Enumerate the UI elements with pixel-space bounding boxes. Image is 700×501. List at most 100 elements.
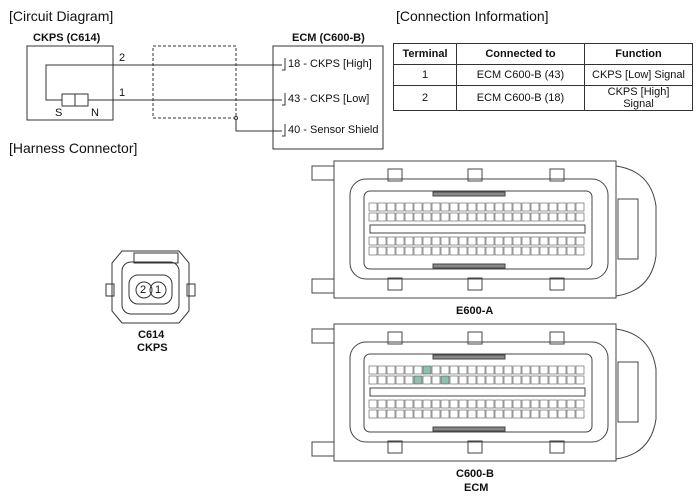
- pin-46: [386, 212, 396, 222]
- wire-high: [45, 64, 282, 101]
- pin-35: [485, 212, 495, 222]
- pin-20: [404, 365, 414, 375]
- pin-64: [440, 399, 450, 409]
- pin-59: [485, 236, 495, 246]
- pin-18: [422, 365, 432, 375]
- pin-64: [440, 236, 450, 246]
- pin-57: [503, 236, 513, 246]
- pin-25: [575, 375, 585, 385]
- pin-62: [458, 236, 468, 246]
- pin-83: [485, 409, 495, 419]
- pin-95: [377, 409, 387, 419]
- pin-42: [422, 212, 432, 222]
- pin-31: [521, 212, 531, 222]
- pin-3: [557, 365, 567, 375]
- pin-26: [566, 212, 576, 222]
- c600b-connector: [311, 323, 657, 462]
- pin-23: [377, 365, 387, 375]
- pole-s: S: [55, 107, 63, 119]
- pin-76: [548, 246, 558, 256]
- pin-12: [476, 365, 486, 375]
- pin-83: [485, 246, 495, 256]
- pin-45: [395, 375, 405, 385]
- pin-86: [458, 409, 468, 419]
- pin-77: [539, 409, 549, 419]
- pin-52: [548, 236, 558, 246]
- pin-13: [467, 202, 477, 212]
- pin-67: [413, 399, 423, 409]
- pin-10: [494, 365, 504, 375]
- pin-89: [431, 246, 441, 256]
- pin-58: [494, 236, 504, 246]
- pin-76: [548, 409, 558, 419]
- pin-26: [566, 375, 576, 385]
- pin-74: [566, 246, 576, 256]
- pin-68: [404, 399, 414, 409]
- pin-48: [368, 375, 378, 385]
- pin-78: [530, 409, 540, 419]
- pin-16: [440, 365, 450, 375]
- pin-5: [539, 365, 549, 375]
- e600a-label: E600-A: [456, 305, 494, 317]
- pin-57: [503, 399, 513, 409]
- pin-8: [512, 202, 522, 212]
- pin-6: [530, 365, 540, 375]
- pin-35: [485, 375, 495, 385]
- pin-55: [521, 236, 531, 246]
- wire-label-2: 2: [119, 52, 126, 64]
- pin-77: [539, 246, 549, 256]
- pin-68: [404, 236, 414, 246]
- pin-33: [503, 375, 513, 385]
- shield: [152, 45, 237, 119]
- pin-75: [557, 246, 567, 256]
- pin-79: [521, 246, 531, 256]
- ecm-title: ECM (C600-B): [292, 32, 365, 44]
- pin-90: [422, 409, 432, 419]
- pin-54: [530, 236, 540, 246]
- pin-39: [449, 375, 459, 385]
- cell: CKPS [Low] Signal: [584, 64, 693, 86]
- pin-69: [395, 399, 405, 409]
- pin-54: [530, 399, 540, 409]
- ecm-pin-18: 18 - CKPS [High]: [288, 58, 372, 70]
- pin-38: [458, 375, 468, 385]
- pin-28: [548, 212, 558, 222]
- pin-40: [440, 212, 450, 222]
- header-connected: Connected to: [456, 43, 585, 65]
- wire-label-1: 1: [119, 87, 126, 99]
- pole-n: N: [91, 107, 99, 119]
- pin-46: [386, 375, 396, 385]
- cell: ECM C600-B (18): [456, 85, 585, 111]
- pin-17: [431, 365, 441, 375]
- pin-67: [413, 236, 423, 246]
- pin-4: [548, 202, 558, 212]
- pin-14: [458, 202, 468, 212]
- pin-34: [494, 375, 504, 385]
- pin-80: [512, 246, 522, 256]
- pin-63: [449, 399, 459, 409]
- pin-63: [449, 236, 459, 246]
- pin-66: [422, 236, 432, 246]
- pin-41: [431, 212, 441, 222]
- pin-62: [458, 399, 468, 409]
- pin-24: [368, 365, 378, 375]
- pin-59: [485, 399, 495, 409]
- pin-58: [494, 399, 504, 409]
- pin-47: [377, 212, 387, 222]
- pin-96: [368, 409, 378, 419]
- ecm-pin-43: 43 - CKPS [Low]: [288, 93, 370, 105]
- pin-5: [539, 202, 549, 212]
- pin-12: [476, 202, 486, 212]
- pin-9: [503, 365, 513, 375]
- c600b-sub: ECM: [464, 482, 489, 494]
- pin-88: [440, 246, 450, 256]
- pin-20: [404, 202, 414, 212]
- pin-47: [377, 375, 387, 385]
- pin-25: [575, 212, 585, 222]
- pin-96: [368, 246, 378, 256]
- pin-45: [395, 212, 405, 222]
- pin-19: [413, 202, 423, 212]
- pin-88: [440, 409, 450, 419]
